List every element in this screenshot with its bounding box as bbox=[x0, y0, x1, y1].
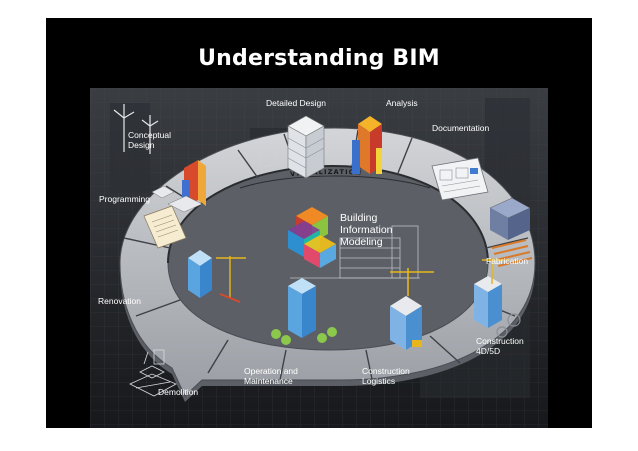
construction-4d5d-building-icon bbox=[474, 258, 521, 338]
detailed-design-building-icon bbox=[259, 115, 325, 179]
stage-label-construction-4d5d: Construction 4D/5D bbox=[476, 336, 526, 356]
stage-label-programming: Programming bbox=[99, 194, 150, 204]
bim-lifecycle-diagram: VISUALIZATION Building Informatio bbox=[90, 88, 548, 428]
stage-labels: Detailed Design Analysis Documentation F… bbox=[98, 98, 528, 397]
bim-center-line-3: Modeling bbox=[340, 236, 383, 248]
stage-label-conceptual-design: Conceptual Design bbox=[128, 130, 173, 150]
conceptual-design-model-icon bbox=[151, 160, 206, 213]
stage-label-documentation: Documentation bbox=[432, 123, 489, 133]
slide: Understanding BIM bbox=[46, 18, 592, 428]
bim-center-line-1: Building bbox=[340, 212, 378, 224]
ring-visualization-label: VISUALIZATION bbox=[290, 168, 363, 178]
wind-turbine-icon bbox=[113, 104, 159, 154]
renovation-building-icon bbox=[188, 250, 246, 303]
stage-label-detailed-design: Detailed Design bbox=[266, 98, 326, 108]
stage-label-renovation: Renovation bbox=[98, 296, 141, 306]
stage-label-construction-logistics: Construction Logistics bbox=[362, 366, 412, 386]
bim-center-label: Building Information Modeling bbox=[340, 212, 395, 248]
bim-cube-logo bbox=[288, 207, 336, 268]
stage-label-operation-maintenance: Operation and Maintenance bbox=[244, 366, 300, 386]
operation-maintenance-building-icon bbox=[271, 278, 337, 345]
programming-document-icon bbox=[143, 205, 187, 249]
fabrication-machine-icon bbox=[489, 197, 531, 240]
bim-center-line-2: Information bbox=[340, 224, 393, 236]
analysis-building-icon bbox=[352, 116, 382, 174]
stage-label-analysis: Analysis bbox=[386, 98, 418, 108]
stage-label-fabrication: Fabrication bbox=[486, 256, 528, 266]
slide-title: Understanding BIM bbox=[198, 46, 440, 71]
documentation-sheet-icon bbox=[431, 157, 489, 201]
construction-logistics-crane-icon bbox=[390, 268, 434, 350]
lifecycle-ring: VISUALIZATION bbox=[119, 127, 536, 402]
demolition-rubble-icon bbox=[129, 349, 177, 397]
bim-center-building bbox=[290, 225, 420, 279]
stage-label-demolition: Demolition bbox=[158, 387, 198, 397]
steel-beams-icon bbox=[491, 239, 533, 267]
